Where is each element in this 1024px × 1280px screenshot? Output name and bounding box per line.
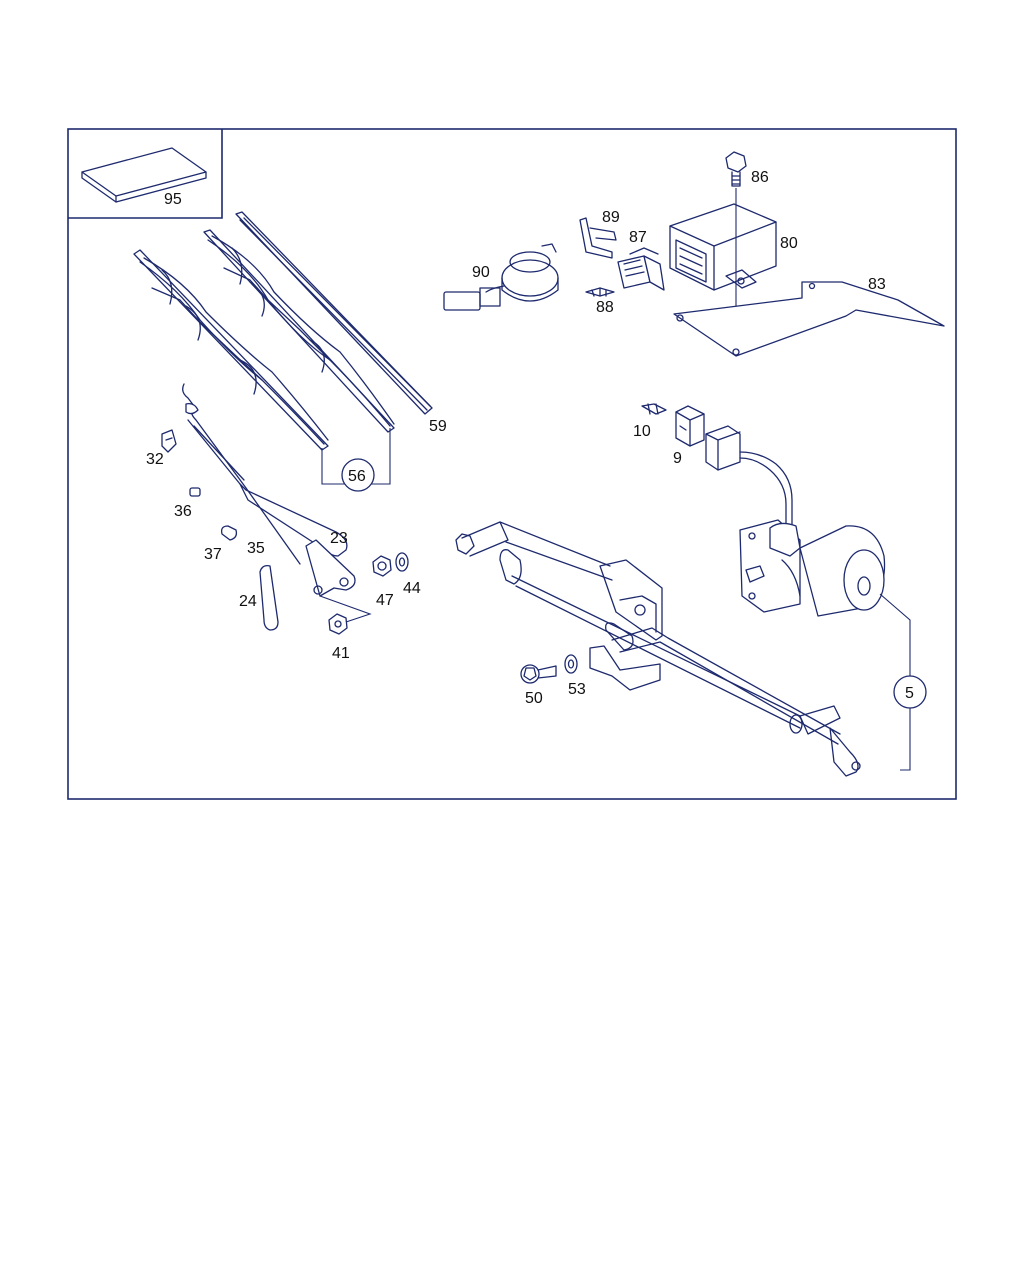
part-87-connector [617,247,665,291]
callout-50: 50 [525,690,543,707]
part-32-clip [161,429,177,453]
part-53-washer [564,654,578,674]
callout-5-bubble [893,675,927,709]
callout-44: 44 [403,580,421,597]
part-47-nut [372,555,392,577]
callout-35: 35 [247,540,265,557]
part-36-cap [189,487,201,497]
callout-88: 88 [596,299,614,316]
callout-41: 41 [332,645,350,662]
callout-37: 37 [204,546,222,563]
part-89-bracket [579,217,617,259]
part-wiper-motor [739,519,886,617]
callout-32: 32 [146,451,164,468]
part-88-fuse [585,287,615,297]
callout-89: 89 [602,209,620,226]
callout-56-bubble [341,458,375,492]
diagram-frame [67,128,957,800]
callout-83: 83 [868,276,886,293]
callout-47: 47 [376,592,394,609]
callout-87: 87 [629,229,647,246]
callout-80: 80 [780,235,798,252]
part-90-sensor [443,243,559,311]
part-80-control-unit [669,203,777,291]
callout-56: 56 [348,468,366,485]
part-35-wiper-arm [182,383,348,565]
callout-36: 36 [174,503,192,520]
inset-box [68,129,223,219]
part-44-washer [395,552,409,572]
part-motor-connector [705,425,793,531]
callout-86: 86 [751,169,769,186]
part-95-sheet [81,147,207,203]
callout-95: 95 [164,191,182,208]
callout-24: 24 [239,593,257,610]
part-23-pivot-arm [305,539,356,597]
part-83-plate [673,281,945,357]
part-10-fuse [641,403,667,415]
part-50-bolt [520,664,557,684]
part-9-relay [675,405,705,447]
part-5-linkage [455,521,861,777]
callout-9: 9 [673,450,682,467]
callout-23: 23 [330,530,348,547]
callout-53: 53 [568,681,586,698]
callout-59: 59 [429,418,447,435]
part-59-refill [235,211,433,415]
part-86-bolt [725,151,747,187]
part-41-nut [328,613,348,635]
callout-10: 10 [633,423,651,440]
part-56-blade-lower [133,249,329,451]
part-56-blade-upper [203,229,395,433]
part-24-link [259,564,279,631]
part-37-nut-cap [220,525,238,541]
leader-41 [319,595,372,623]
callout-5: 5 [905,685,914,702]
callout-90: 90 [472,264,490,281]
